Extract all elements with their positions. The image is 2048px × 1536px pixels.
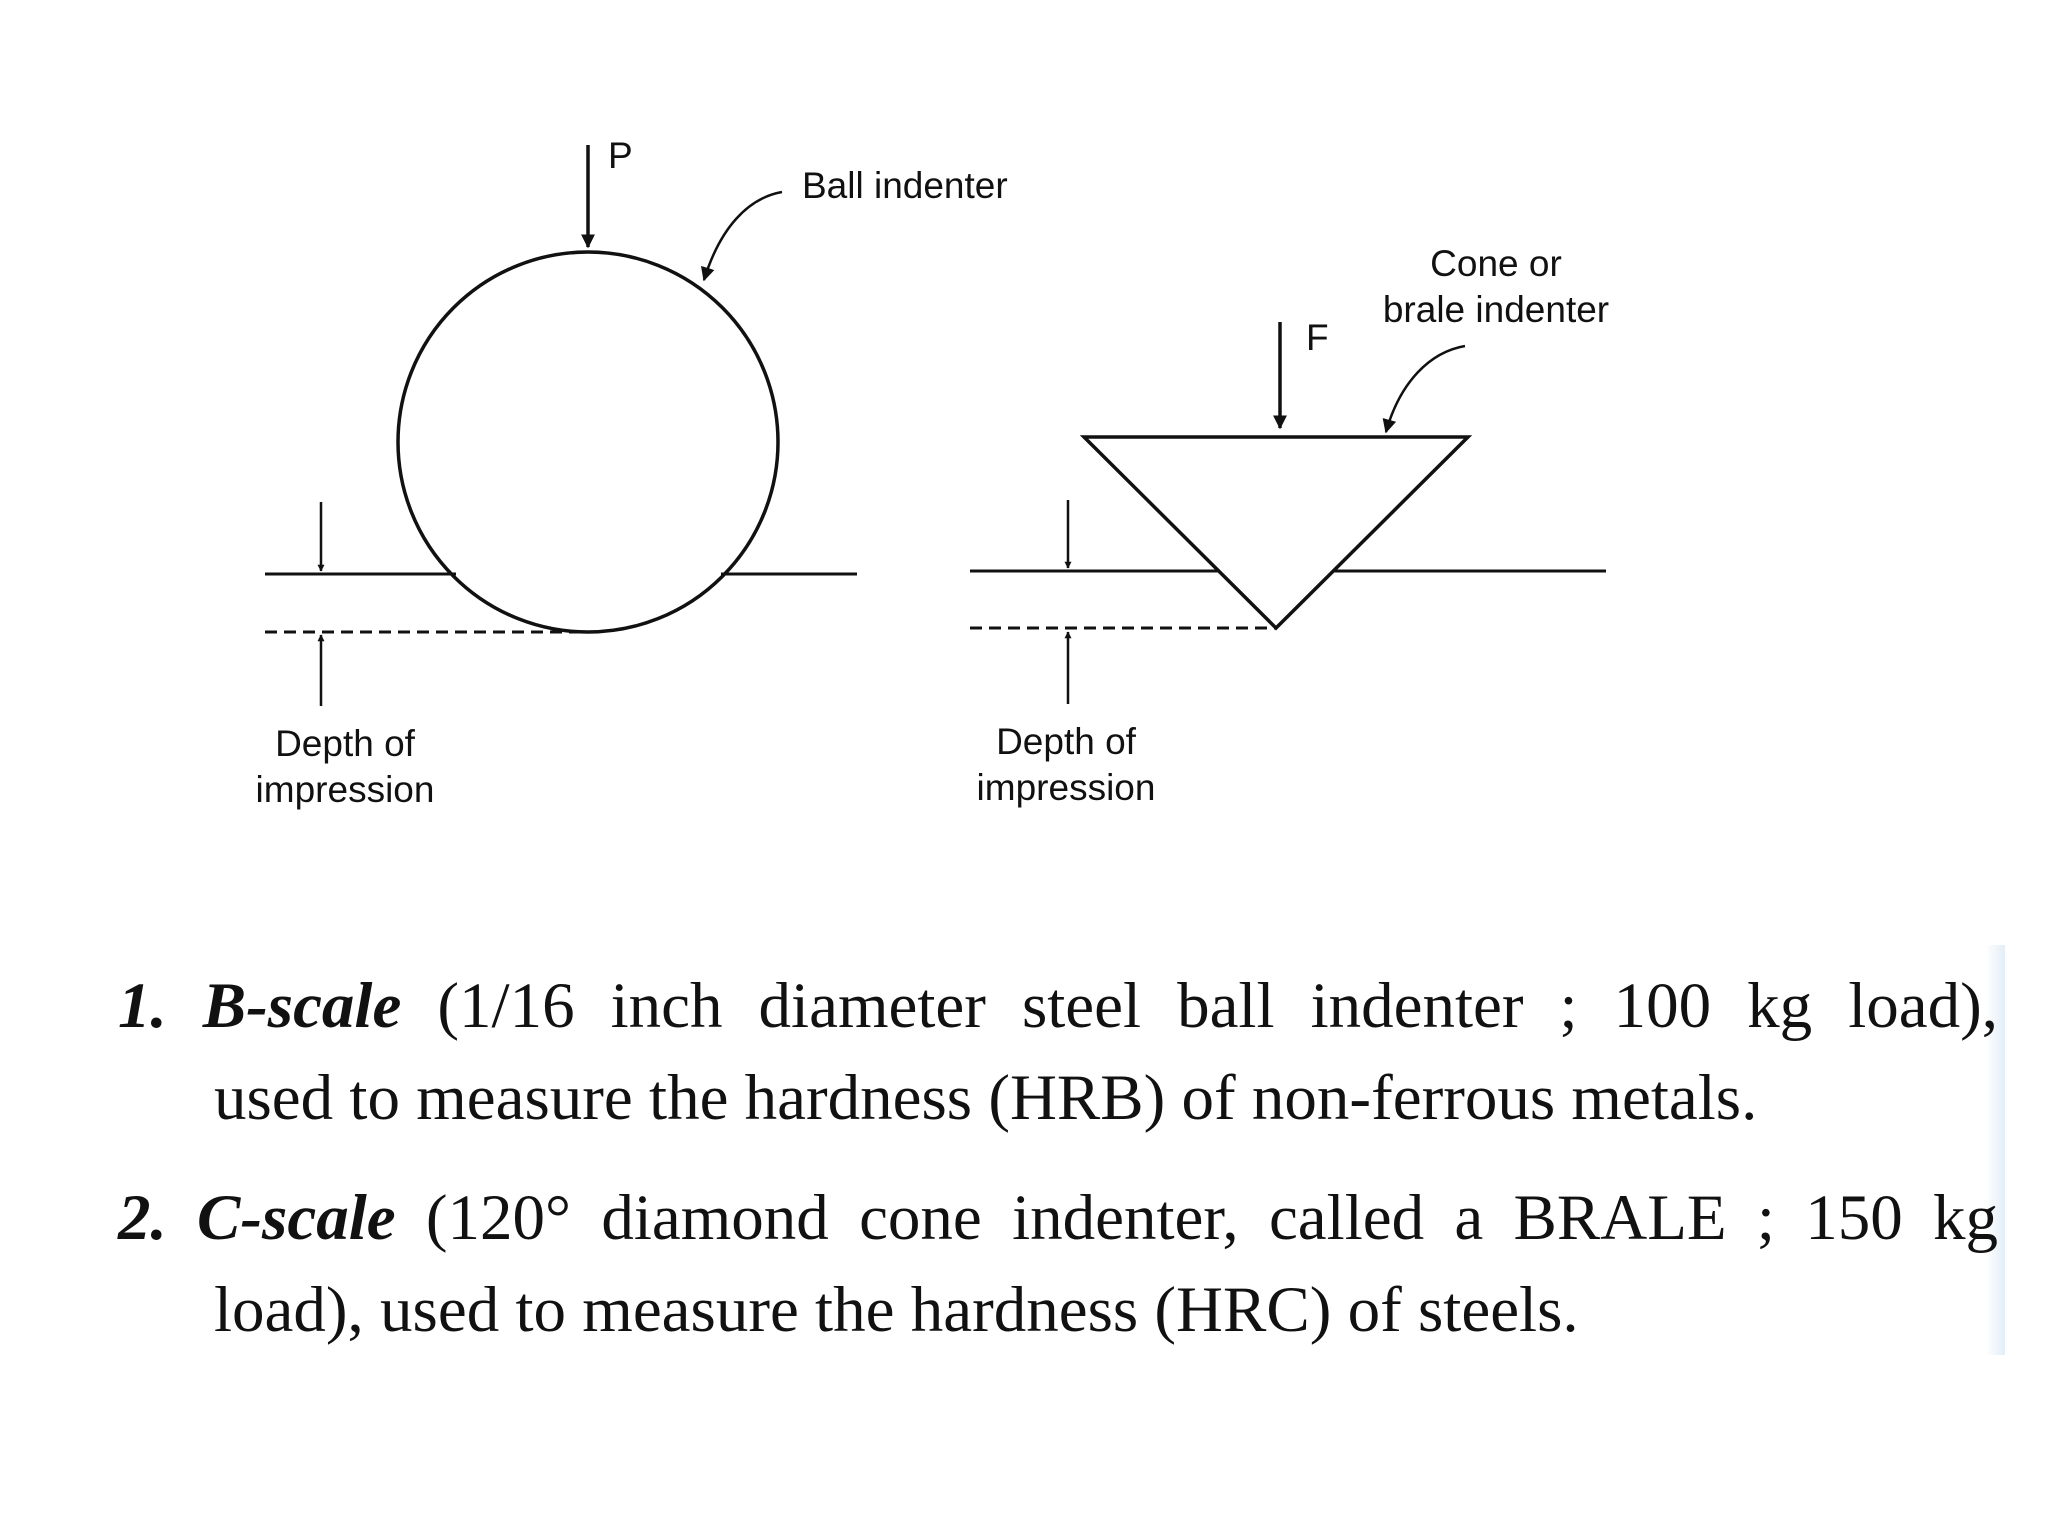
cone-indenter-label-line2: brale indenter	[1383, 289, 1609, 330]
cone-indenter-leader	[1382, 344, 1466, 434]
list-item-b-scale: 1. B-scale (1/16 inch diameter steel bal…	[118, 960, 1998, 1144]
scale-term: C-scale	[197, 1182, 396, 1254]
cone-indenter-group: F Cone or brale indenter Depth of impres…	[970, 243, 1609, 808]
list-item-continuation: used to measure the hardness (HRB) of no…	[214, 1062, 1758, 1134]
scale-term: B-scale	[202, 970, 402, 1042]
cone-depth-label-line1: Depth of	[996, 721, 1137, 762]
cone-depth-label-line2: impression	[977, 767, 1156, 808]
cone-indenter-label-line1: Cone or	[1430, 243, 1562, 284]
cone-load-label: F	[1306, 317, 1329, 358]
ball-depth-label-line2: impression	[256, 769, 435, 810]
ball-indenter-label: Ball indenter	[802, 165, 1008, 206]
list-item-c-scale: 2. C-scale (120° diamond cone indenter, …	[118, 1172, 1998, 1356]
ball-indenter-circle	[396, 250, 780, 634]
ball-indenter-leader	[701, 190, 783, 282]
list-item-line: 1. B-scale (1/16 inch diameter steel bal…	[118, 960, 1998, 1052]
list-item-number: 2.	[118, 1182, 167, 1254]
ball-indenter-group: P Ball indenter Depth of impression	[256, 135, 1008, 810]
list-item-line: 2. C-scale (120° diamond cone indenter, …	[118, 1172, 1998, 1264]
ball-depth-label-line1: Depth of	[275, 723, 416, 764]
list-item-text: (120° diamond cone indenter, called a BR…	[425, 1182, 1999, 1254]
list-item-continuation: load), used to measure the hardness (HRC…	[214, 1274, 1579, 1346]
list-item-number: 1.	[118, 970, 167, 1042]
ball-load-label: P	[608, 135, 633, 176]
cone-indenter-triangle	[1079, 435, 1473, 631]
list-item-text: (1/16 inch diameter steel ball indenter …	[437, 970, 1999, 1042]
scan-edge-tint	[1985, 945, 2005, 1355]
